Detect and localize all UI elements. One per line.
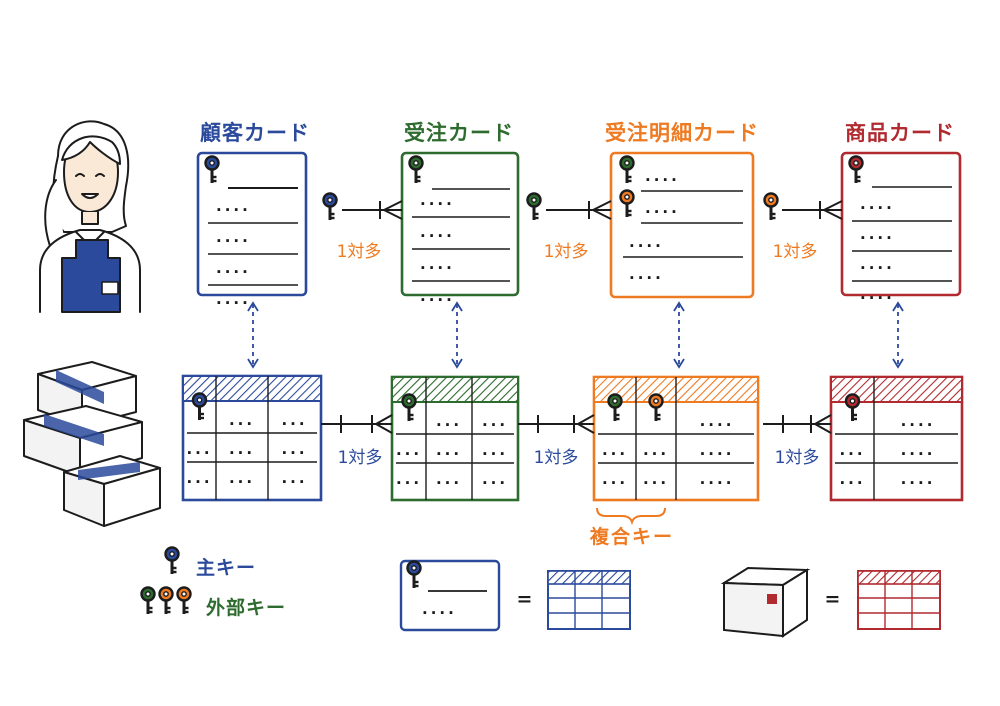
foreign-key-icon <box>158 586 174 616</box>
table-cell: ... <box>186 440 212 458</box>
card-row-text: .... <box>860 195 895 213</box>
table-cell: ... <box>436 441 462 459</box>
card-relation: 1対多 <box>763 192 843 262</box>
card-table-link-arrow <box>892 301 904 369</box>
table-relation: 1対多 <box>321 414 393 468</box>
card-row-text: .... <box>629 265 664 283</box>
table-order_detail: ........................ <box>592 375 760 502</box>
card-table-link-arrow <box>673 301 685 369</box>
card-row-text: .... <box>420 223 455 241</box>
legend-foreign-key-label: 外部キー <box>206 596 286 619</box>
table-cell: ... <box>229 469 255 487</box>
card-row-text: .... <box>216 259 251 277</box>
legend-card-equals-table: .... = <box>399 559 631 632</box>
composite-key-label: 複合キー <box>589 525 674 548</box>
table-relation: 1対多 <box>763 414 832 468</box>
card-row-text: .... <box>420 255 455 273</box>
table-cell: ... <box>436 412 462 430</box>
card-row-text: .... <box>420 287 455 305</box>
card-relation: 1対多 <box>526 192 612 262</box>
table-customer: ........................ <box>181 374 323 502</box>
card-product: 商品カード................ <box>840 121 962 303</box>
equals-sign: = <box>517 588 534 610</box>
table-cell: ... <box>396 441 422 459</box>
table-cell: ... <box>839 470 865 488</box>
card-row-text: .... <box>860 255 895 273</box>
foreign-key-icon <box>763 192 779 222</box>
card-row-text: .... <box>216 290 251 308</box>
card-customer: 顧客カード................ <box>196 121 310 308</box>
table-cell: ... <box>482 470 508 488</box>
relation-label: 1対多 <box>534 448 579 468</box>
table-cell: ... <box>436 470 462 488</box>
foreign-key-icon <box>322 192 338 222</box>
foreign-key-icon <box>176 586 192 616</box>
card-title-order_detail: 受注明細カード <box>605 121 759 145</box>
table-cell: .... <box>901 470 936 488</box>
relation-label: 1対多 <box>773 242 818 262</box>
table-cell: .... <box>700 470 735 488</box>
table-cell: ... <box>229 440 255 458</box>
legend-box-equals-table: = <box>720 566 941 638</box>
card-title-customer: 顧客カード <box>200 121 310 145</box>
table-cell: ... <box>186 469 212 487</box>
card-row-text: .... <box>860 285 895 303</box>
card-table-link-arrow <box>451 301 463 369</box>
foreign-key-icon <box>526 192 542 222</box>
card-row-text: .... <box>860 225 895 243</box>
table-cell: ... <box>482 412 508 430</box>
relation-label: 1対多 <box>775 448 820 468</box>
table-cell: ... <box>229 411 255 429</box>
table-cell: ... <box>643 441 669 459</box>
table-cell: ... <box>281 411 307 429</box>
table-cell: ... <box>482 441 508 459</box>
card-row-text: .... <box>645 167 680 185</box>
table-cell: ... <box>396 470 422 488</box>
relation-label: 1対多 <box>544 242 589 262</box>
table-order: ........................ <box>390 375 520 502</box>
card-relation: 1対多 <box>322 192 403 262</box>
card-order: 受注カード................ <box>400 121 520 305</box>
composite-key-annotation: 複合キー <box>589 507 674 548</box>
card-title-order: 受注カード <box>404 121 514 145</box>
table-relation: 1対多 <box>518 414 595 468</box>
foreign-key-icon <box>140 586 156 616</box>
card-row-text: .... <box>216 228 251 246</box>
relation-label: 1対多 <box>337 242 382 262</box>
legend-primary-key-label: 主キー <box>196 557 256 579</box>
primary-key-icon <box>164 546 180 576</box>
card-title-product: 商品カード <box>845 121 955 145</box>
table-cell: ... <box>839 441 865 459</box>
card-order_detail: 受注明細カード................ <box>605 121 759 299</box>
table-cell: .... <box>700 412 735 430</box>
clerk-illustration <box>39 120 141 313</box>
table-cell: .... <box>901 441 936 459</box>
table-cell: ... <box>281 469 307 487</box>
table-cell: .... <box>700 441 735 459</box>
boxes-illustration <box>23 361 161 527</box>
table-cell: ... <box>281 440 307 458</box>
table-product: .................. <box>829 375 964 502</box>
card-table-link-arrow <box>247 301 259 369</box>
card-row-text: .... <box>420 191 455 209</box>
equals-sign: = <box>825 588 842 610</box>
card-row-text: .... <box>629 233 664 251</box>
relation-label: 1対多 <box>338 448 383 468</box>
table-cell: ... <box>602 441 628 459</box>
card-row-text: .... <box>216 197 251 215</box>
table-cell: ... <box>643 470 669 488</box>
legend-card-row: .... <box>422 600 457 618</box>
table-cell: ... <box>602 470 628 488</box>
table-cell: .... <box>901 412 936 430</box>
card-row-text: .... <box>645 199 680 217</box>
